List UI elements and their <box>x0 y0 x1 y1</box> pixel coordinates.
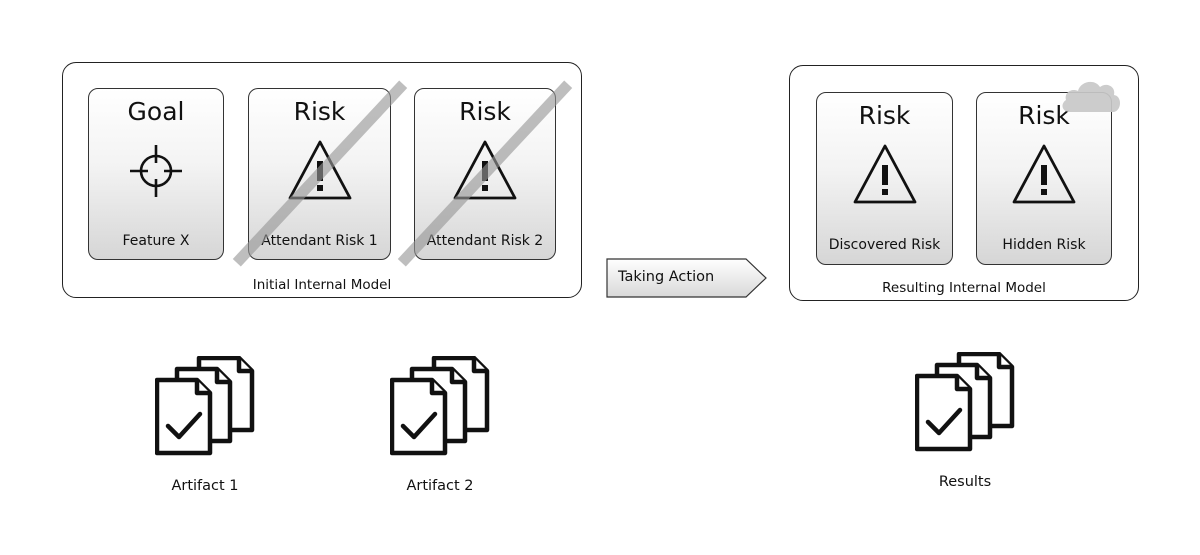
goal-card: Goal Feature X <box>88 88 224 260</box>
taking-action-label: Taking Action <box>618 269 715 285</box>
artifact-2-label: Artifact 2 <box>406 478 474 494</box>
attendant-risk-2-label: Attendant Risk 2 <box>426 233 544 249</box>
hidden-risk-card: Risk Hidden Risk <box>976 92 1112 265</box>
resulting-model-caption: Resulting Internal Model <box>882 280 1046 296</box>
discovered-risk-card: Risk Discovered Risk <box>816 92 953 265</box>
attendant-risk-1-title: Risk <box>293 97 346 126</box>
goal-card-title: Goal <box>127 97 185 126</box>
hidden-risk-title: Risk <box>1018 101 1070 130</box>
warning-icon <box>1012 144 1076 204</box>
discovered-risk-label: Discovered Risk <box>828 237 941 253</box>
discovered-risk-title: Risk <box>858 101 911 130</box>
goal-card-label: Feature X <box>122 233 190 249</box>
attendant-risk-2-title: Risk <box>459 97 511 126</box>
document-stack-check-icon <box>390 356 490 456</box>
taking-action-arrow: Taking Action <box>606 258 768 298</box>
initial-model-caption: Initial Internal Model <box>252 277 392 293</box>
attendant-risk-1-label: Attendant Risk 1 <box>261 233 378 249</box>
hidden-risk-label: Hidden Risk <box>1002 237 1086 253</box>
artifact-1-label: Artifact 1 <box>171 478 239 494</box>
results-label: Results <box>938 474 992 490</box>
crosshair-icon <box>130 145 182 197</box>
document-stack-check-icon <box>915 352 1015 452</box>
warning-icon <box>853 144 916 204</box>
document-stack-check-icon <box>155 356 255 456</box>
cloud-icon <box>1062 81 1120 112</box>
